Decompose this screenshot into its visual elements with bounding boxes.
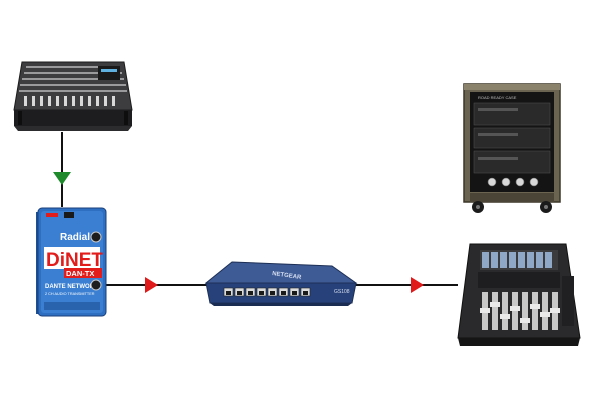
red-arrow-right-2 (411, 277, 424, 293)
subtitle-label: DANTE NETWORK (45, 284, 99, 290)
analog-mixer (13, 61, 133, 131)
subtitle-suffix-label: 2 CH AUDIO TRANSMITTER (45, 292, 95, 296)
dinet-interface: Radial DiNET DAN-TX DANTE NETWORK 2 CH A… (36, 207, 107, 317)
network-switch: NETGEAR GS108 (204, 261, 358, 306)
product-label: DiNET (46, 250, 103, 271)
red-arrow-right-1 (145, 277, 158, 293)
digital-console (457, 243, 581, 346)
switch-model-label: GS108 (334, 289, 350, 295)
rack-case: ROAD READY CASE (463, 83, 561, 213)
brand-label: Radial (60, 232, 90, 243)
switch-brand-label: NETGEAR (272, 271, 303, 281)
model-label: DAN-TX (66, 269, 94, 278)
green-arrow-down (53, 172, 71, 185)
rack-brand-label: ROAD READY CASE (478, 95, 517, 100)
